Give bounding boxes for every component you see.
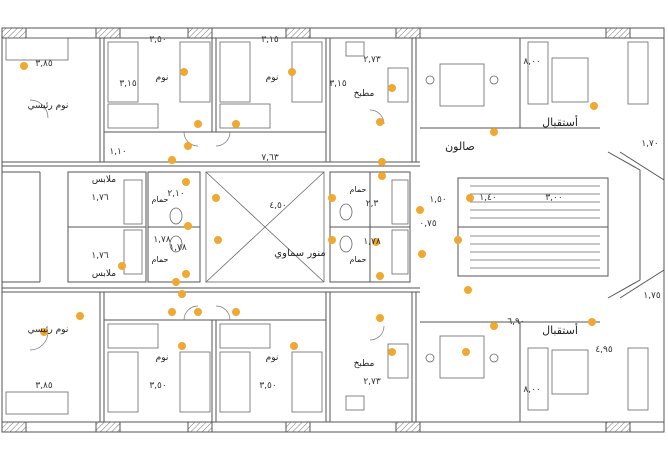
dim-reception-depth: ٤,٩٥ bbox=[595, 345, 613, 355]
room-dim-salon: ٨,٠٠ bbox=[523, 57, 540, 67]
room-label-bedroom-top-1: نوم bbox=[156, 73, 169, 83]
room-label-bath-left-top: حمام bbox=[152, 195, 169, 204]
room-dim-reception-bottom: ٨,٠٠ bbox=[523, 385, 540, 395]
outer-walls bbox=[1, 27, 665, 433]
dim-hall-right-bottom: ١,٧٥ bbox=[643, 291, 661, 301]
room-label-dressing-top: ملابس bbox=[92, 175, 116, 185]
room-dim-bedroom-top-1: ٣,٥٠ bbox=[149, 35, 166, 45]
dim-stair-width: ٣,٠٠ bbox=[545, 193, 562, 203]
door-swings bbox=[29, 99, 385, 351]
room-label-bedroom-bottom-2: نوم bbox=[266, 353, 279, 363]
room-dim-bedroom-top-2: ٣,١٥ bbox=[261, 35, 279, 45]
room-dim-dressing-top: ١,٧٦ bbox=[91, 193, 109, 203]
room-label-bath-right-top: حمام bbox=[350, 185, 367, 194]
room-dim-dressing-bottom: ١,٧٦ bbox=[91, 251, 109, 261]
stair-treads bbox=[470, 185, 600, 269]
interior-walls bbox=[2, 38, 665, 422]
dim-hall-right-top: ١,٧٠ bbox=[641, 139, 658, 149]
room-label-kitchen-bottom: مطبخ bbox=[354, 359, 375, 369]
dimension-labels: ٧,٦٣ ٣,٠٠ ١,٤٠ ١,٥٠ ١,٧٠ ١,٧٥ ٤,٩٥ ٦,٩٠ … bbox=[109, 79, 661, 355]
room-label-salon: صالون bbox=[445, 140, 475, 153]
room-dim-bedroom-bottom-1: ٣,٥٠ bbox=[149, 381, 166, 391]
room-dim-bedroom-master-top: ٣,٨٥ bbox=[35, 59, 53, 69]
dim-landing-left: ١,٥٠ bbox=[429, 195, 446, 205]
room-dim-kitchen-bottom: ٢,٧٣ bbox=[363, 377, 381, 387]
dim-bedroom-depth-top: ٣,١٥ bbox=[119, 79, 137, 89]
light-fixtures bbox=[20, 62, 598, 356]
room-dim-kitchen-top: ٢,٧٣ bbox=[363, 55, 381, 65]
room-label-dressing-bottom: ملابس bbox=[92, 269, 116, 279]
room-label-bath-right-bottom: حمام bbox=[350, 255, 367, 264]
room-dim-bath-right-top: ٢,٣ bbox=[366, 199, 379, 209]
room-label-bedroom-bottom-1: نوم bbox=[156, 353, 169, 363]
light-well-shaft bbox=[205, 171, 325, 283]
room-label-bedroom-master-bottom: نوم رئيسي bbox=[28, 325, 69, 335]
room-dim-bedroom-master-bottom: ٣,٨٥ bbox=[35, 381, 53, 391]
room-label-light-well: منور سماوي bbox=[274, 248, 325, 259]
room-dim-bath-right-bottom: ١,٧٨ bbox=[363, 237, 381, 247]
room-label-reception-bottom: أستقبال bbox=[542, 323, 578, 337]
room-dim-light-well: ٤,٥٠ bbox=[269, 201, 286, 211]
room-label-bath-left-bottom: حمام bbox=[152, 255, 169, 264]
dim-stair-gap: ٠,٧٥ bbox=[419, 219, 437, 229]
dim-reception-width: ٦,٩٠ bbox=[507, 317, 524, 327]
room-label-bedroom-master-top: نوم رئيسي bbox=[28, 101, 69, 111]
room-label-reception-top: أستقبال bbox=[542, 115, 578, 129]
dim-wc-width: ١,٧٨ bbox=[169, 243, 187, 253]
furniture-living bbox=[123, 41, 649, 411]
dim-corridor-width: ٧,٦٣ bbox=[261, 153, 279, 163]
room-dim-bedroom-bottom-2: ٣,٥٠ bbox=[259, 381, 276, 391]
dim-landing-top: ١,٤٠ bbox=[479, 193, 496, 203]
room-dim-bath-left-bottom: ١,٧٨ bbox=[153, 235, 171, 245]
room-dim-bath-left-top: ٢,١٠ bbox=[167, 189, 184, 199]
dim-side-gap: ١,١٠ bbox=[109, 147, 126, 157]
dim-bedroom-depth-bottom: ٣,١٥ bbox=[329, 79, 347, 89]
room-label-bedroom-top-2: نوم bbox=[266, 73, 279, 83]
room-labels: نوم رئيسي ٣,٨٥ نوم رئيسي ٣,٨٥ نوم ٣,٥٠ ن… bbox=[28, 35, 578, 395]
room-label-kitchen-top: مطبخ bbox=[354, 89, 375, 99]
